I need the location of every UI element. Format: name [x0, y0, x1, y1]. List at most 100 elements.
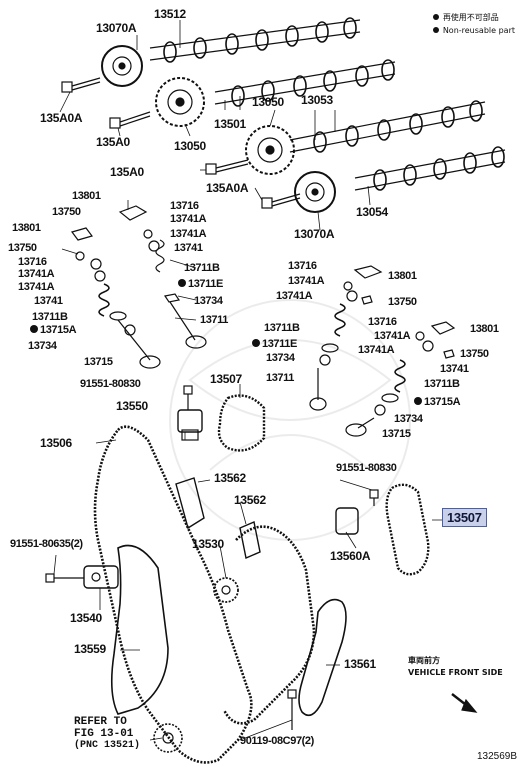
part-label[interactable]: 13801	[388, 270, 417, 282]
part-label[interactable]: 13750	[388, 296, 417, 308]
vehicle-front-jp: 車両前方	[408, 656, 440, 665]
part-label[interactable]: 13506	[40, 436, 72, 450]
part-label[interactable]: 13559	[74, 642, 106, 656]
chain-guide-13562-a	[175, 477, 205, 530]
legend-en-text: Non-reusable part	[442, 26, 515, 35]
part-label[interactable]: 13741A	[18, 268, 55, 280]
part-label[interactable]: 13734	[194, 295, 223, 307]
part-label[interactable]: 13716	[368, 316, 397, 328]
vvt-gear-13070A-mid	[294, 171, 336, 213]
part-label[interactable]: 90119-08C97(2)	[240, 735, 314, 747]
part-label[interactable]: 13715	[84, 356, 113, 368]
chain-guide-13562-b	[239, 521, 261, 559]
vehicle-front-arrow	[451, 693, 478, 713]
part-label[interactable]: 13741A	[18, 281, 55, 293]
part-label[interactable]: 13741A	[288, 275, 325, 287]
non-reusable-dot-icon	[252, 339, 260, 347]
refer-note[interactable]: REFER TO FIG 13-01 (PNC 13521)	[74, 716, 140, 752]
part-label[interactable]: 13750	[460, 348, 489, 360]
part-label[interactable]: 13715	[382, 428, 411, 440]
part-label[interactable]: 13716	[18, 256, 47, 268]
part-label-text: 13715A	[40, 324, 77, 336]
part-label[interactable]: 13562	[234, 493, 266, 507]
part-label[interactable]: 91551-80635(2)	[10, 538, 83, 550]
timing-chain-13507-right	[385, 483, 430, 576]
part-label[interactable]: 13741A	[358, 344, 395, 356]
part-label-text: 13715A	[424, 396, 461, 408]
part-label[interactable]: 91551-80830	[336, 462, 397, 474]
part-label[interactable]: 135A0	[96, 135, 130, 149]
part-label[interactable]: 13530	[192, 537, 224, 551]
part-label[interactable]: 13560A	[330, 549, 371, 563]
part-label[interactable]: 13750	[8, 242, 37, 254]
part-label[interactable]: 135A0	[110, 165, 144, 179]
part-label[interactable]: 135A0A	[40, 111, 83, 125]
vvt-gear-13050-right	[245, 125, 295, 175]
chain-guide-13561	[298, 598, 347, 717]
bolt-91551-80830-a	[183, 385, 193, 410]
tensioner-13540	[83, 565, 119, 589]
bolt-91551-80635	[45, 573, 84, 583]
valvetrain-left	[70, 205, 207, 369]
part-label[interactable]: 13550	[116, 399, 148, 413]
part-label[interactable]: 13801	[12, 222, 41, 234]
part-label[interactable]: 13741	[34, 295, 63, 307]
part-label[interactable]: 13070A	[294, 227, 335, 241]
bullet-icon	[432, 27, 439, 33]
refer-line3: (PNC 13521)	[74, 740, 141, 751]
part-label[interactable]: 13716	[288, 260, 317, 272]
part-label[interactable]: 13540	[70, 611, 102, 625]
timing-chain-13506	[93, 425, 316, 764]
highlighted-part-13507[interactable]: 13507	[442, 508, 487, 527]
chain-guide-13559	[110, 544, 169, 715]
part-label[interactable]: 13741A	[276, 290, 313, 302]
part-label[interactable]: 13750	[52, 206, 81, 218]
part-label[interactable]: 13711B	[32, 311, 68, 323]
refer-line1: REFER TO	[74, 716, 127, 728]
part-label[interactable]: 13741A	[374, 330, 411, 342]
part-label[interactable]: 13512	[154, 7, 186, 21]
sprocket-13530	[213, 577, 239, 603]
part-label[interactable]: 13711B	[264, 322, 300, 334]
part-label[interactable]: 13711E	[252, 338, 297, 351]
part-label[interactable]: 13711B	[184, 262, 220, 274]
refer-line2: FIG 13-01	[74, 728, 134, 740]
part-label[interactable]: 13711E	[178, 278, 223, 291]
part-label[interactable]: 13562	[214, 471, 246, 485]
part-label[interactable]: 13561	[344, 657, 376, 671]
part-label[interactable]: 13741	[174, 242, 203, 254]
part-label[interactable]: 13734	[28, 340, 57, 352]
camshaft-13054	[354, 146, 506, 191]
non-reusable-dot-icon	[178, 279, 186, 287]
part-label[interactable]: 13053	[301, 93, 333, 107]
part-label[interactable]: 135A0A	[206, 181, 249, 195]
part-label[interactable]: 13054	[356, 205, 388, 219]
part-label[interactable]: 13711	[200, 314, 228, 326]
part-label[interactable]: 13070A	[96, 21, 137, 35]
bolt-135A0-mid	[205, 159, 249, 175]
part-label[interactable]: 13050	[174, 139, 206, 153]
non-reusable-dot-icon	[414, 397, 422, 405]
part-label[interactable]: 13711B	[424, 378, 460, 390]
part-label[interactable]: 13507	[210, 372, 242, 386]
part-label[interactable]: 91551-80830	[80, 378, 141, 390]
vvt-gear-13050-left	[155, 77, 205, 127]
part-label[interactable]: 13734	[266, 352, 295, 364]
part-label[interactable]: 13050	[252, 95, 284, 109]
bolt-135A0	[109, 111, 151, 129]
part-label[interactable]: 13711	[266, 372, 294, 384]
part-label[interactable]: 13801	[470, 323, 499, 335]
part-label[interactable]: 13716	[170, 200, 199, 212]
part-label[interactable]: 13741A	[170, 213, 207, 225]
part-label[interactable]: 13501	[214, 117, 246, 131]
crank-sprocket	[153, 723, 183, 753]
valvetrain-right-1	[309, 265, 383, 411]
part-label[interactable]: 13715A	[30, 324, 77, 337]
part-label-text: 13711E	[188, 278, 223, 290]
part-label[interactable]: 13734	[394, 413, 423, 425]
part-label[interactable]: 13715A	[414, 396, 461, 409]
part-label[interactable]: 13801	[72, 190, 101, 202]
part-label[interactable]: 13741	[440, 363, 469, 375]
part-label[interactable]: 13741A	[170, 228, 207, 240]
